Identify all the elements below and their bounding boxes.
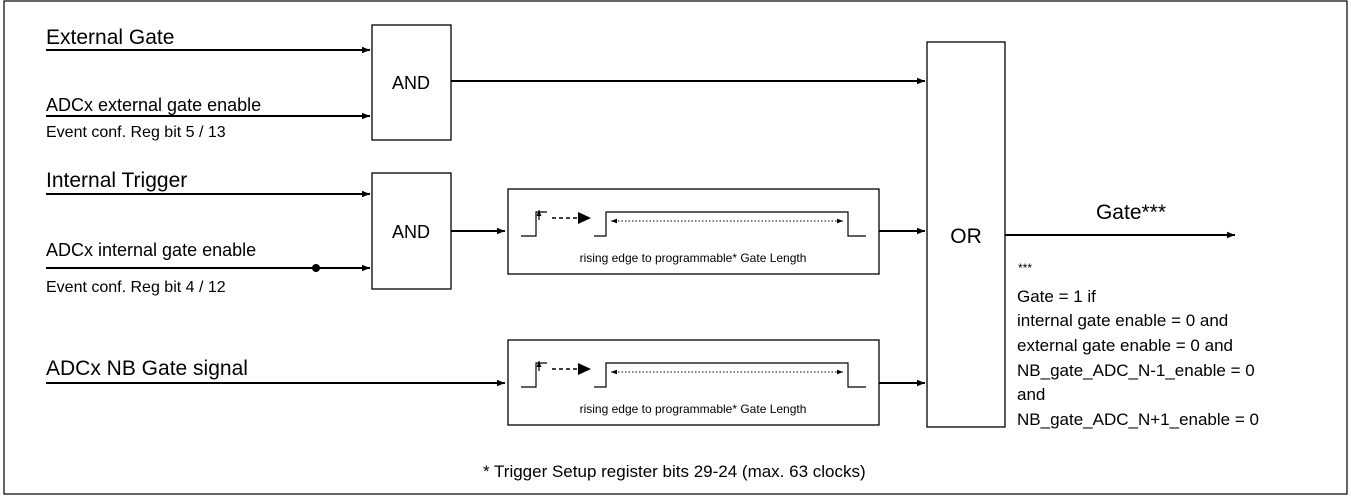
external-gate-label: External Gate xyxy=(46,26,174,49)
and-gate-2 xyxy=(371,172,452,290)
internal-trigger-label: Internal Trigger xyxy=(46,169,187,192)
or-gate xyxy=(926,41,1006,428)
int-gate-enable-label: ADCx internal gate enable xyxy=(46,240,256,260)
gate-length-1-label: rising edge to programmable* Gate Length xyxy=(580,251,807,265)
gate-length-block-2: rising edge to programmable* Gate Length xyxy=(507,339,880,426)
output-note-line-6: NB_gate_ADC_N+1_enable = 0 xyxy=(1017,410,1259,429)
output-note-line-5: and xyxy=(1017,385,1045,404)
int-gate-enable-note: Event conf. Reg bit 4 / 12 xyxy=(46,279,226,296)
diagram-frame xyxy=(3,0,1348,495)
output-note-marker: *** xyxy=(1018,261,1032,275)
output-note-line-2: internal gate enable = 0 and xyxy=(1017,311,1228,330)
gate-length-2-label: rising edge to programmable* Gate Length xyxy=(580,402,807,416)
nb-gate-signal-label: ADCx NB Gate signal xyxy=(46,357,248,380)
output-note-line-3: external gate enable = 0 and xyxy=(1017,336,1233,355)
gate-length-block-1: rising edge to programmable* Gate Length xyxy=(507,188,880,275)
output-note-line-4: NB_gate_ADC_N-1_enable = 0 xyxy=(1017,361,1255,380)
and-gate-1 xyxy=(371,24,452,141)
and-gate-2-label: AND xyxy=(392,222,430,242)
footnote: * Trigger Setup register bits 29-24 (max… xyxy=(483,462,866,481)
gate-output-label: Gate*** xyxy=(1096,201,1166,224)
or-gate-label: OR xyxy=(950,225,982,248)
and-gate-1-label: AND xyxy=(392,73,430,93)
ext-gate-enable-label: ADCx external gate enable xyxy=(46,95,261,115)
int-gate-enable-dot xyxy=(312,264,320,272)
output-note-line-1: Gate = 1 if xyxy=(1017,287,1096,306)
ext-gate-enable-note: Event conf. Reg bit 5 / 13 xyxy=(46,124,226,141)
